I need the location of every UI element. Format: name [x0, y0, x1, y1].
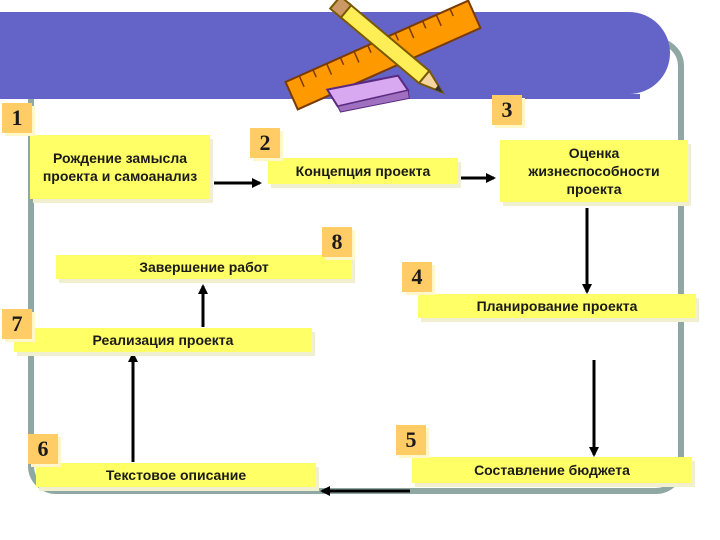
eraser-icon — [325, 74, 410, 113]
step-badge-8: 8 — [322, 227, 352, 257]
step-box-1: Рождение замысла проекта и самоанализ — [30, 135, 210, 199]
step-box-3: Оценка жизнеспособности проекта — [500, 140, 688, 202]
step-badge-4: 4 — [402, 262, 432, 292]
pencil-icon — [328, 0, 445, 95]
step-badge-7: 7 — [2, 309, 32, 339]
step-box-8: Завершение работ — [56, 255, 352, 279]
step-box-4: Планирование проекта — [418, 294, 696, 318]
step-badge-1: 1 — [2, 103, 32, 133]
step-box-2: Концепция проекта — [268, 158, 458, 184]
step-badge-3: 3 — [492, 95, 522, 125]
step-box-5: Составление бюджета — [412, 457, 692, 483]
step-badge-6: 6 — [28, 434, 58, 464]
step-badge-5: 5 — [396, 425, 426, 455]
step-box-6: Текстовое описание — [36, 463, 316, 487]
step-box-7: Реализация проекта — [14, 328, 312, 352]
step-badge-2: 2 — [250, 128, 280, 158]
